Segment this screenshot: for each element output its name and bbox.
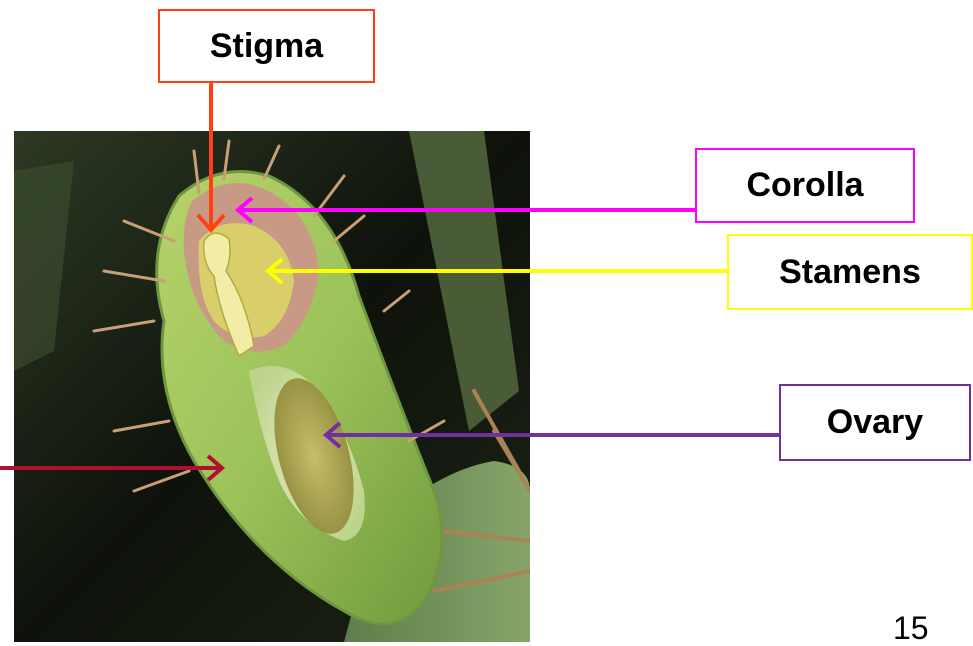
page-number: 15 — [893, 612, 929, 644]
corolla-label: Corolla — [695, 148, 915, 223]
ovary-label: Ovary — [779, 384, 971, 461]
ovary-label-text: Ovary — [827, 403, 923, 442]
stamens-label: Stamens — [727, 234, 973, 310]
stigma-label: Stigma — [158, 9, 375, 83]
stigma-label-text: Stigma — [210, 27, 323, 66]
cactus-flower-photo — [14, 131, 530, 642]
corolla-label-text: Corolla — [746, 166, 863, 205]
stamens-label-text: Stamens — [779, 253, 921, 292]
